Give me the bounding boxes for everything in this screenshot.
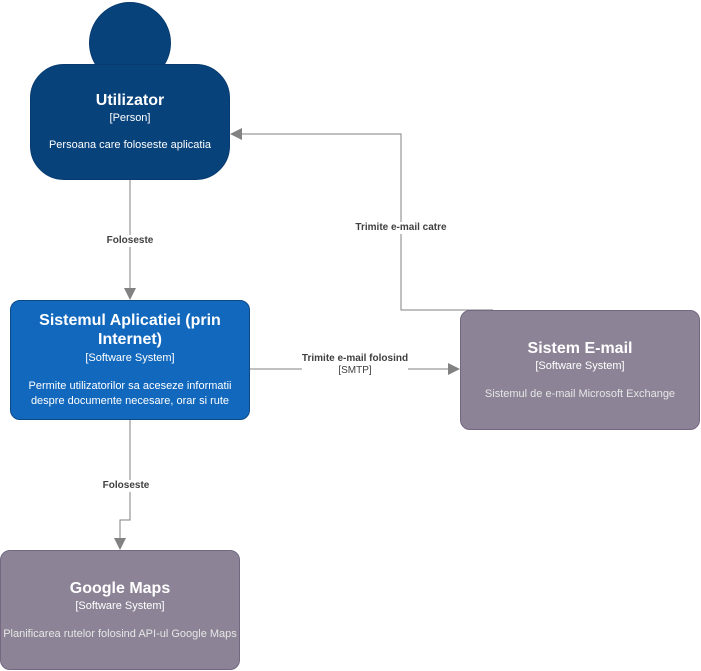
- edge-label-text: Foloseste: [102, 480, 150, 491]
- system-email[interactable]: Sistem E-mail [Software System] Sistemul…: [460, 310, 700, 430]
- node-title: Google Maps: [69, 579, 171, 597]
- edge-label-technology: [SMTP]: [338, 365, 372, 376]
- edge-label-user-to-app: Foloseste: [106, 235, 154, 247]
- node-type-tag: [Software System]: [535, 359, 625, 372]
- node-type-tag: [Person]: [109, 112, 151, 124]
- node-title: Utilizator: [95, 92, 165, 109]
- node-title: Sistemul Aplicatiei (prin Internet): [39, 312, 221, 348]
- edge-label-app-to-email: Trimite e-mail folosind [SMTP]: [301, 353, 409, 377]
- edge-app-to-maps[interactable]: [114, 420, 131, 550]
- node-description: Sistemul de e-mail Microsoft Exchange: [484, 387, 676, 400]
- person-utilizator[interactable]: Utilizator [Person] Persoana care folose…: [30, 64, 230, 180]
- node-type-tag: [Software System]: [75, 599, 165, 612]
- edge-label-text: Trimite e-mail catre: [355, 222, 447, 233]
- node-title: Sistem E-mail: [527, 339, 633, 357]
- node-description: Planificarea rutelor folosind API-ul Goo…: [3, 627, 237, 640]
- edge-label-app-to-maps: Foloseste: [102, 480, 150, 492]
- edge-label-text: Trimite e-mail folosind: [301, 353, 409, 364]
- node-type-tag: [Software System]: [85, 352, 175, 364]
- edge-label-email-to-user: Trimite e-mail catre: [355, 222, 447, 234]
- node-description: Permite utilizatorilor sa aceseze inform…: [28, 380, 232, 407]
- node-description: Persoana care foloseste aplicatia: [48, 139, 212, 151]
- edge-label-text: Foloseste: [106, 235, 154, 246]
- system-google-maps[interactable]: Google Maps [Software System] Planificar…: [0, 550, 240, 670]
- system-aplicatie[interactable]: Sistemul Aplicatiei (prin Internet) [Sof…: [10, 300, 250, 420]
